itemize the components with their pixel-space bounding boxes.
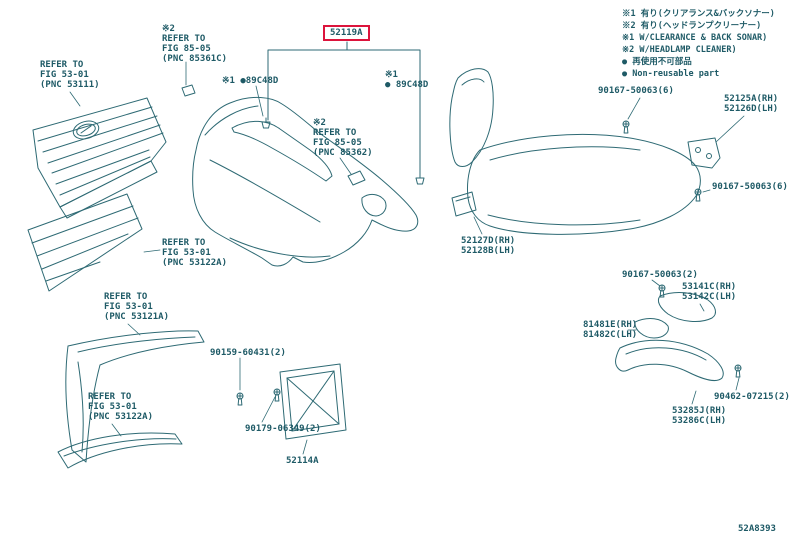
legend-line: ※1 W/CLEARANCE & BACK SONAR)	[622, 33, 768, 43]
part-callout-90159[interactable]: 90159-60431(2)	[210, 348, 286, 358]
screw-icon-90167-right	[694, 188, 702, 202]
screw-icon-90167-top	[622, 120, 630, 134]
legend-line: ※2 W/HEADLAMP CLEANER)	[622, 45, 737, 55]
license-bracket-art	[279, 363, 347, 440]
part-callout-52125a[interactable]: 52125A(RH) 52126D(LH)	[724, 94, 779, 114]
lower-garnish-right-art	[615, 339, 724, 381]
legend-line: ● 再使用不可部品	[622, 57, 692, 67]
screw-icon-90462	[734, 364, 742, 378]
seal-art	[634, 318, 669, 339]
legend-line: ● Non-reusable part	[622, 69, 720, 79]
bumper-reinforcement-art	[451, 133, 701, 235]
screw-icon-90179	[273, 388, 281, 402]
refer-note-53121a[interactable]: REFER TO FIG 53-01 (PNC 53121A)	[104, 292, 170, 322]
part-callout-90167-lower[interactable]: 90167-50063(2)	[622, 270, 698, 280]
part-callout-89c48d-right[interactable]: ※1 ● 89C48D	[385, 70, 429, 90]
selected-part-callout-52119a[interactable]: 52119A	[323, 25, 370, 41]
callout-leader-52119a	[267, 41, 421, 177]
part-callout-90179[interactable]: 90179-06349(2)	[245, 424, 321, 434]
legend: ※1 有り(クリアランス&バックソナー) ※2 有り(ヘッドランプクリーナー) …	[622, 8, 775, 80]
front-bumper-cover-art	[192, 97, 419, 267]
part-callout-90167-right[interactable]: 90167-50063(6)	[712, 182, 788, 192]
legend-line: ※1 有り(クリアランス&バックソナー)	[622, 9, 775, 19]
refer-note-85362[interactable]: ※2 REFER TO FIG 85-05 (PNC 85362)	[313, 118, 373, 158]
refer-note-53122a-upper[interactable]: REFER TO FIG 53-01 (PNC 53122A)	[162, 238, 228, 268]
leader-lines	[69, 61, 745, 455]
part-callout-53285j[interactable]: 53285J(RH) 53286C(LH)	[672, 406, 727, 426]
part-callout-90167-top[interactable]: 90167-50063(6)	[598, 86, 674, 96]
side-bracket-art	[687, 137, 721, 169]
part-callout-52114a[interactable]: 52114A	[286, 456, 319, 466]
clip-icon-right	[415, 173, 425, 185]
part-callout-53141c[interactable]: 53141C(RH) 53142C(LH)	[682, 282, 737, 302]
figure-number: 52A8393	[738, 524, 776, 534]
part-callout-90462[interactable]: 90462-07215(2)	[714, 392, 790, 402]
sensor-part-art	[181, 84, 196, 97]
refer-note-85361c[interactable]: ※2 REFER TO FIG 85-05 (PNC 85361C)	[162, 24, 228, 64]
retainer-art	[657, 292, 716, 322]
refer-note-53111[interactable]: REFER TO FIG 53-01 (PNC 53111)	[40, 60, 100, 90]
part-callout-52127d[interactable]: 52127D(RH) 52128B(LH)	[461, 236, 516, 256]
legend-line: ※2 有り(ヘッドランプクリーナー)	[622, 21, 762, 31]
lower-garnish-left-art	[57, 330, 205, 469]
screw-icon-90159	[236, 392, 244, 406]
part-callout-89c48d-left[interactable]: ※1 ●89C48D	[222, 76, 279, 86]
upper-grille-art	[32, 97, 167, 219]
bumper-side-piece-art	[449, 68, 494, 167]
lower-grille-art	[27, 193, 143, 292]
refer-note-53122a-lower[interactable]: REFER TO FIG 53-01 (PNC 53122A)	[88, 392, 154, 422]
part-callout-81481e[interactable]: 81481E(RH) 81482C(LH)	[583, 320, 638, 340]
